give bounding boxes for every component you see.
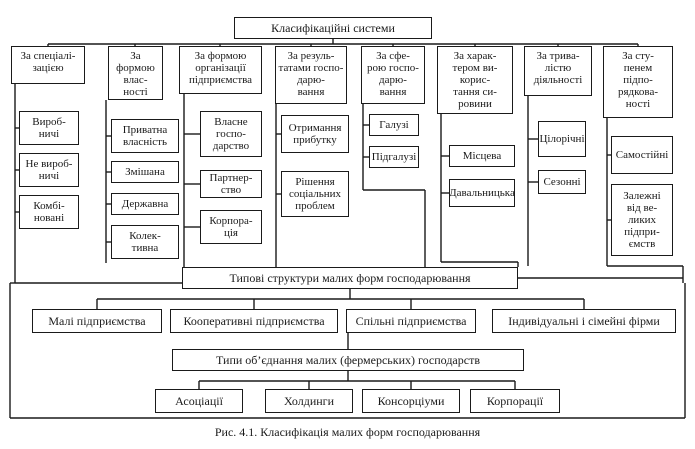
category-sphere: За сфе- рою госпо- дарю- вання — [361, 46, 425, 104]
item-social-problems: Рішення соціальних проблем — [281, 171, 349, 217]
item-independent: Самостійні — [611, 136, 673, 174]
item-own-farm: Власне госпо- дарство — [200, 111, 262, 157]
item-partnership: Партнер-ство — [200, 170, 262, 198]
item-corporation: Корпора- ція — [200, 210, 262, 244]
category-results: За резуль- татами госпо- дарю- вання — [275, 46, 347, 104]
item-combined: Комбі- новані — [19, 195, 79, 229]
category-ownership: За формою влас- ності — [108, 46, 163, 100]
category-organization-form: За формою організації підприємства — [179, 46, 262, 94]
structure-individual-family-firms: Індивідуальні і сімейні фірми — [492, 309, 676, 333]
item-collective: Колек- тивна — [111, 225, 179, 259]
structure-small-enterprises: Малі підприємства — [32, 309, 162, 333]
union-corporations: Корпорації — [470, 389, 560, 413]
item-dependent: Залежні від ве- ликих підпри- ємств — [611, 184, 673, 256]
item-local: Місцева — [449, 145, 515, 167]
figure-caption: Рис. 4.1. Класифікація малих форм господ… — [214, 425, 481, 439]
union-types-box: Типи об’єднання малих (фермерських) госп… — [172, 349, 524, 371]
category-specialization: За спеціалі- зацією — [11, 46, 85, 84]
typical-structures-box: Типові структури малих форм господарюван… — [182, 267, 518, 289]
item-sub-industries: Підгалузі — [369, 146, 419, 168]
structure-cooperative-enterprises: Кооперативні підприємства — [170, 309, 338, 333]
item-mixed: Змішана — [111, 161, 179, 183]
item-non-production: Не вироб- ничі — [19, 153, 79, 187]
item-seasonal: Сезонні — [538, 170, 586, 194]
diagram-title-box: Класифікаційні системи — [234, 17, 432, 39]
union-holdings: Холдинги — [265, 389, 353, 413]
category-duration: За трива- лістю діяльності — [524, 46, 592, 96]
item-production: Вироб- ничі — [19, 111, 79, 145]
union-consortiums: Консорціуми — [362, 389, 460, 413]
item-industries: Галузі — [369, 114, 419, 136]
item-tolling: Давальницька — [449, 179, 515, 207]
item-state: Державна — [111, 193, 179, 215]
category-subordination: За сту- пенем підпо- рядкова- ності — [603, 46, 673, 118]
structure-joint-enterprises: Спільні підприємства — [346, 309, 476, 333]
item-profit: Отримання прибутку — [281, 115, 349, 153]
union-associations: Асоціації — [155, 389, 243, 413]
category-raw-materials: За харак- тером ви- корис- тання си- ров… — [437, 46, 513, 114]
item-year-round: Цілорічні — [538, 121, 586, 157]
item-private-ownership: Приватна власність — [111, 119, 179, 153]
